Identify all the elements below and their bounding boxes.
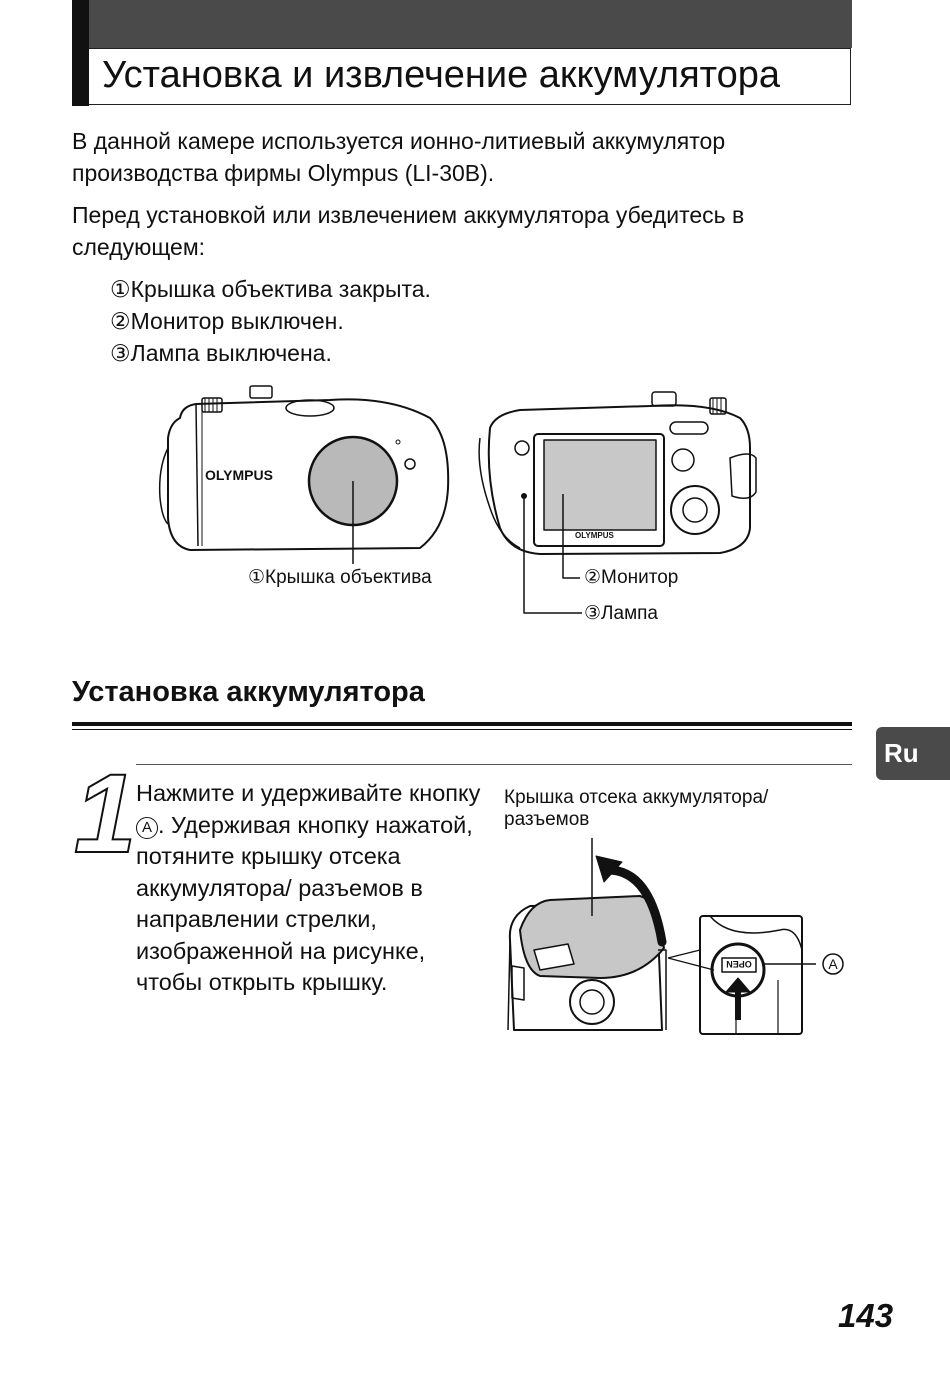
camera-illustration: OLYMPUS OLYMPUS [158, 385, 757, 614]
section-title: Установка аккумулятора [72, 676, 425, 708]
button-a-marker: A [136, 816, 158, 839]
battery-cover-caption: Крышка отсека аккумулятора/ разъемов [504, 787, 769, 830]
figure-marker-a: A [828, 956, 838, 972]
checklist-item-1: ①Крышка объектива закрыта. [110, 276, 431, 302]
step-1-instructions: Нажмите и удерживайте кнопку A. Удержива… [136, 780, 481, 995]
page-title: Установка и извлечение аккумулятора [102, 54, 781, 96]
callout-monitor: ②Монитор [584, 567, 679, 588]
callout-lens-cover: ①Крышка объектива [248, 567, 432, 588]
section-rule-thin [72, 729, 852, 730]
language-tab: Ru [876, 727, 950, 780]
intro-paragraph-1: В данной камере используется ионно-литие… [72, 128, 726, 186]
title-bar-top [72, 0, 852, 48]
checklist-item-2: ②Монитор выключен. [110, 308, 344, 334]
battery-cover-illustration: OPEN A [507, 838, 844, 1035]
section-rule-thick [72, 722, 852, 726]
open-label: OPEN [726, 959, 752, 969]
svg-text:1: 1 [74, 752, 134, 860]
step-divider [136, 764, 852, 765]
checklist-item-3: ③Лампа выключена. [110, 340, 332, 366]
brand-front: OLYMPUS [205, 467, 273, 483]
step-number-1: 1 [74, 752, 134, 860]
camera-back-body [487, 404, 751, 555]
brand-back: OLYMPUS [575, 531, 614, 540]
title-bar-accent [72, 0, 89, 106]
intro-paragraph-2: Перед установкой или извлечением аккумул… [72, 202, 745, 260]
page-number: 143 [838, 1297, 894, 1334]
callout-lamp: ③Лампа [584, 603, 658, 624]
title-box [89, 48, 851, 105]
camera-front-body [167, 398, 450, 551]
